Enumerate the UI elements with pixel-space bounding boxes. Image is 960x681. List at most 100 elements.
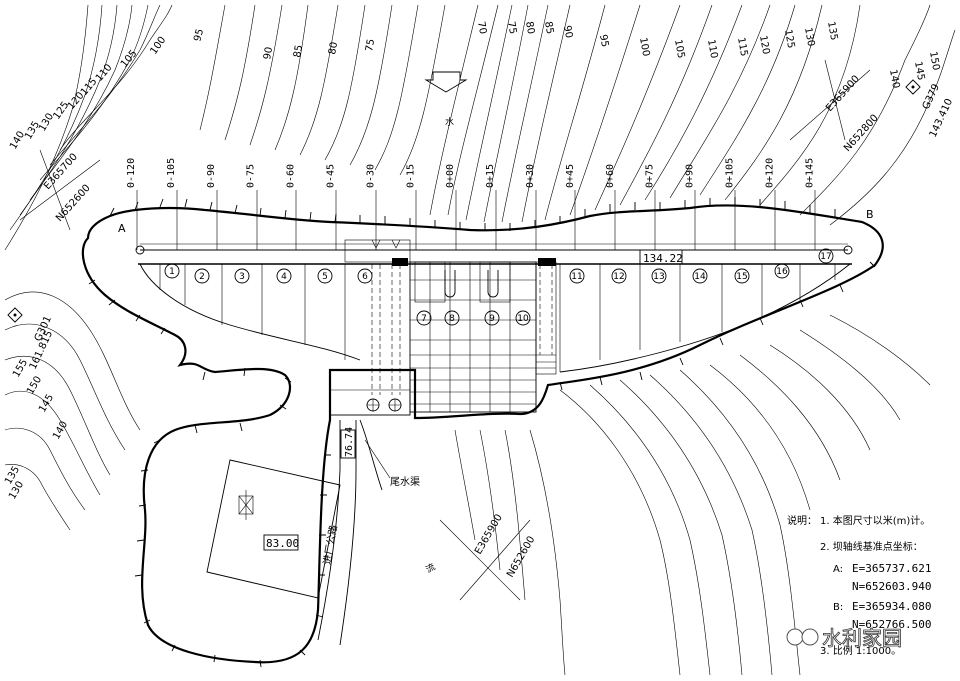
flow-label: 水 [445, 116, 454, 128]
station-label: 0+120 [764, 158, 775, 188]
station-label: 0-75 [246, 164, 257, 188]
block-number: 5 [322, 272, 328, 282]
contour-label: 155 [11, 357, 30, 379]
block-marker [416, 310, 432, 326]
coord-bottom-e: E365900 [473, 512, 505, 556]
station-label: 0+45 [565, 164, 576, 188]
station-label: 0-15 [405, 164, 416, 188]
block-marker [194, 268, 210, 284]
coord-bottom-n: N652600 [505, 534, 537, 579]
station-label: 0+145 [804, 158, 815, 188]
block-marker [357, 268, 373, 284]
contour-label: 140 [887, 69, 901, 90]
station-label: 0+15 [485, 164, 496, 188]
contour-label: 130 [802, 27, 816, 48]
block-number: 11 [571, 272, 582, 282]
contour-label: 75 [364, 38, 377, 52]
station-label: 0-120 [126, 158, 137, 188]
block-number: 15 [736, 272, 747, 282]
contour-label: 125 [782, 29, 796, 50]
excavation-outline [81, 204, 884, 664]
point-a-label: A [118, 222, 126, 235]
block-marker [651, 268, 667, 284]
coord-left-e: E365700 [42, 152, 80, 192]
point-b-marker [843, 245, 853, 255]
contour-label: 90 [262, 46, 275, 60]
block-marker [734, 268, 750, 284]
contour-label: 75 [505, 21, 518, 35]
notes-item-1: 1. 本图尺寸以米(m)计。 [820, 514, 930, 527]
block-marker [569, 268, 585, 284]
station-label: 0-45 [326, 164, 337, 188]
block-number: 1 [169, 267, 175, 277]
contour-lines [4, 4, 956, 676]
block-number: 3 [239, 272, 245, 282]
contour-label: 110 [94, 62, 115, 84]
block-number: 7 [421, 314, 427, 324]
slope-ticks [88, 197, 876, 668]
benchmark-right: G379 143.410 [905, 79, 955, 139]
station-label: 0-60 [286, 164, 297, 188]
block-marker [515, 310, 531, 326]
notes-a-e: E=365737.621 [852, 562, 931, 575]
block-marker [484, 310, 500, 326]
block-marker [444, 310, 460, 326]
block-number: 10 [517, 314, 529, 324]
contour-label: 80 [523, 21, 536, 35]
contour-label: 95 [597, 34, 610, 48]
block-number: 9 [489, 314, 495, 324]
access-road [317, 420, 357, 646]
contour-label: 70 [475, 21, 488, 35]
contour-label: 145 [912, 61, 926, 82]
watermark: 水利家园 [786, 626, 902, 650]
tailrace-elev-box [340, 429, 356, 459]
coord-grid-bottom: E365900 N652600 [439, 512, 537, 601]
block-marker [164, 263, 180, 279]
station-label: 0+30 [525, 164, 536, 188]
contour-label: 85 [542, 21, 555, 35]
contour-label: 115 [735, 37, 749, 58]
notes-heading: 说明： [787, 514, 817, 527]
plant-area: 83.00 [206, 459, 341, 599]
notes-item-3: 3. 比例 1:1000。 [820, 644, 901, 657]
station-label: 0-90 [206, 164, 217, 188]
notes-b-n: N=652766.500 [852, 618, 931, 631]
notes-b-label: B: [833, 602, 843, 613]
notes-block: 说明： 1. 本图尺寸以米(m)计。 2. 坝轴线基准点坐标： A: E=365… [787, 514, 931, 657]
tailrace-label: 尾水渠 [390, 476, 420, 488]
tailrace-channel [359, 419, 383, 491]
contour-label: 90 [561, 25, 574, 39]
block-marker [234, 268, 250, 284]
station-label: 0-30 [365, 164, 376, 188]
block-marker [692, 268, 708, 284]
coord-grid-top: E365900 N652800 [789, 59, 881, 154]
contour-label: 150 [927, 51, 941, 72]
block-marker [774, 263, 790, 279]
powerhouse-block [329, 239, 557, 416]
benchmark-left: G301 161.815 [7, 307, 55, 371]
watermark-text: 水利家园 [822, 626, 902, 650]
block-number: 4 [281, 272, 287, 282]
notes-a-n: N=652603.940 [852, 580, 931, 593]
contour-label: 95 [192, 28, 206, 43]
block-joints [159, 264, 836, 372]
contour-label: 105 [672, 39, 686, 60]
block-number: 14 [694, 272, 706, 282]
block-marker [611, 268, 627, 284]
tailrace-elevation: 76.74 [344, 427, 355, 457]
crest-elevation: 134.22 [643, 252, 683, 265]
benchmark-right-name: G379 [921, 82, 942, 111]
contour-label: 100 [637, 37, 651, 58]
coord-grid-left: E365700 N652600 [19, 149, 101, 231]
station-label: 0+00 [445, 164, 456, 188]
station-label: 0+105 [725, 158, 736, 188]
station-label: 0+90 [685, 164, 696, 188]
block-number: 12 [613, 272, 624, 282]
block-marker [818, 248, 834, 264]
crest-elev-box [639, 249, 683, 265]
